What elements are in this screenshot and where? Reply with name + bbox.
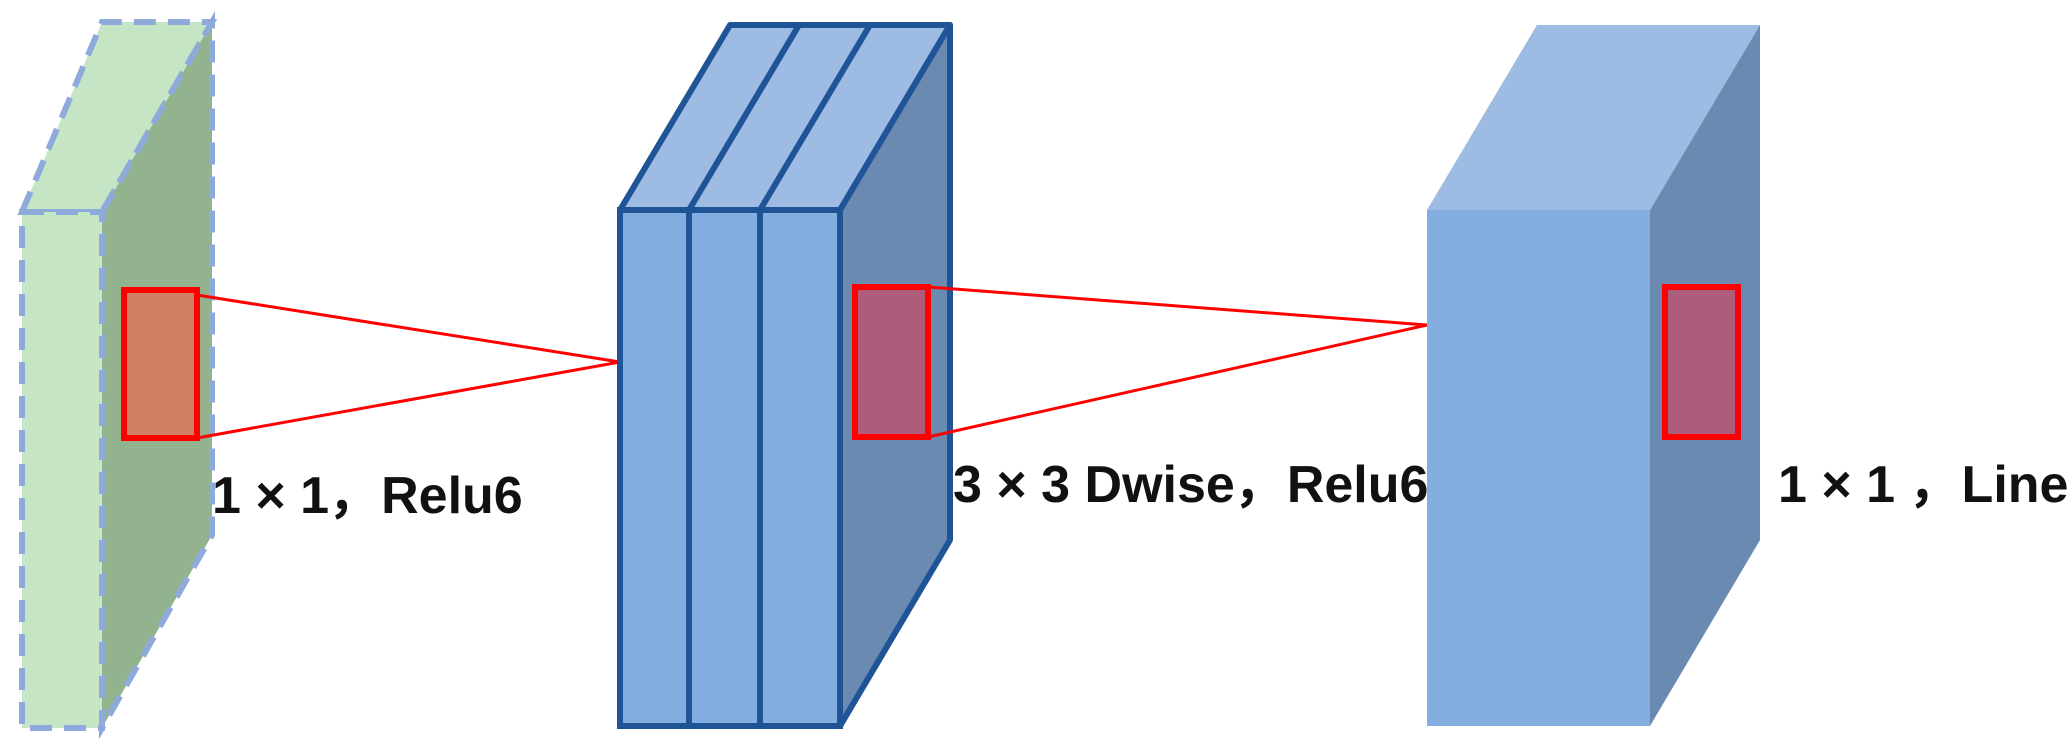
expanded-feature-map [617, 22, 953, 729]
dwise-label: 3 × 3 Dwise，Relu6 [953, 456, 1428, 514]
expanded-slice-1 [617, 207, 692, 729]
dwise-kernel-highlight [852, 284, 931, 440]
connector-line [196, 360, 621, 440]
connector-line [927, 323, 1428, 439]
slice-divider-top [757, 23, 873, 212]
input-feature-map [17, 10, 218, 740]
input-front-face [19, 209, 105, 731]
output-kernel-highlight [1662, 284, 1741, 440]
connector-dwise [927, 285, 1428, 439]
slice-divider-top [686, 23, 802, 212]
conv1-label: 1 × 1，Relu6 [212, 467, 523, 525]
output-feature-map [1427, 25, 1760, 726]
connector-line [927, 285, 1428, 327]
expanded-slice-3 [757, 207, 843, 729]
connector-line [196, 293, 621, 364]
expanded-slice-2 [686, 207, 763, 729]
input-kernel-highlight [121, 287, 200, 441]
output-top-face [1427, 25, 1760, 210]
connector-conv1 [196, 293, 621, 440]
output-front-face [1427, 210, 1650, 726]
conv2-label: 1 × 1 ，Linear [1778, 456, 2068, 514]
